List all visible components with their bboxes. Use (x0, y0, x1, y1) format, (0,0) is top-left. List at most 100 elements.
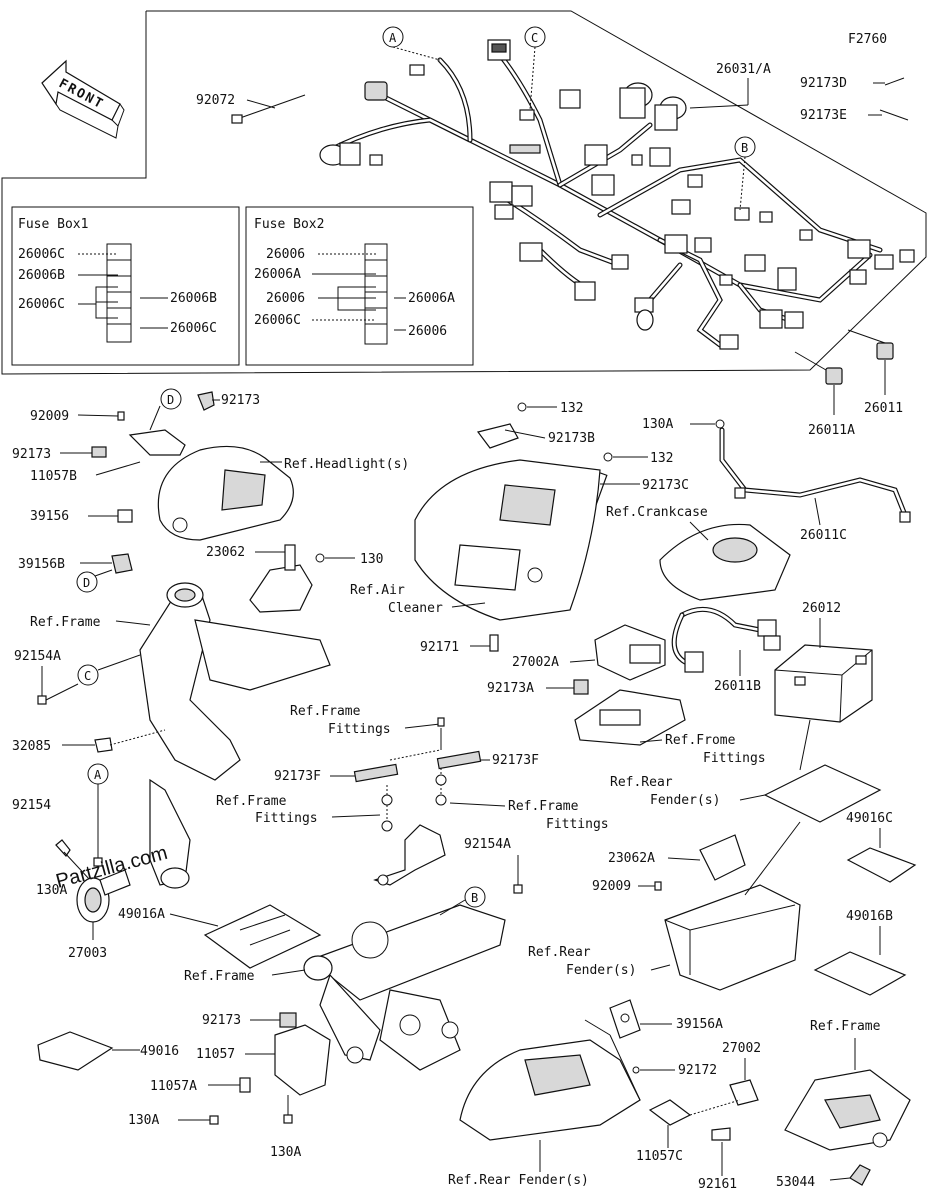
label-92154: 92154 (12, 798, 51, 813)
label-92173-b: 92173 (12, 447, 51, 462)
svg-text:C: C (84, 669, 91, 683)
label-92154A-2: 92154A (464, 837, 511, 852)
brackets-11057: 11057 11057A 130A 130A (128, 1024, 331, 1160)
label-ref-frame-fittings-2a: Ref.Frame (216, 794, 287, 809)
label-92173-a: 92173 (221, 393, 260, 408)
label-27002: 27002 (722, 1041, 761, 1056)
label-11057B: 11057B (30, 469, 77, 484)
connector-26011: 26011 (847, 329, 903, 416)
fb1-left-0: 26006C (18, 247, 65, 262)
fuse-box-1: Fuse Box1 26006C 26006B 26006C 26006B 26… (11, 206, 240, 366)
label-11057: 11057 (196, 1047, 235, 1062)
air-cleaner-group: 132 92173B 132 92173C Ref.Air Cleaner 92… (350, 401, 689, 655)
clamp-32085: 32085 A 92154 (12, 729, 166, 867)
harness-connectors (319, 39, 915, 350)
pad-49016B: 49016B (813, 909, 907, 996)
label-23062: 23062 (206, 545, 245, 560)
harness-panel-outline (1, 10, 927, 375)
label-ref-frame-fittings-3b: Fittings (546, 817, 609, 832)
svg-text:B: B (741, 141, 748, 155)
fb1-left-2: 26006C (18, 297, 65, 312)
label-ref-frame-1: Ref.Frame (30, 615, 101, 630)
label-92173E: 92173E (800, 108, 847, 123)
label-49016B: 49016B (846, 909, 893, 924)
callout-C-harness: C (524, 26, 546, 111)
label-92154A: 92154A (14, 649, 61, 664)
bolt-92154A: 92154A C (14, 649, 141, 705)
label-ref-frame-2: Ref.Frame (184, 969, 255, 984)
label-130: 130 (360, 552, 383, 567)
rear-fender-bottom-group: Ref.Rear Fender(s) 39156A 92172 27002 11… (448, 999, 761, 1192)
label-39156: 39156 (30, 509, 69, 524)
label-92173F-1: 92173F (274, 769, 321, 784)
fuse-box-1-title: Fuse Box1 (18, 217, 88, 232)
cable-tie-92072: 92072 (196, 93, 306, 124)
pad-49016: 49016 (37, 1031, 179, 1071)
label-ref-rear-fender-2a: Ref.Rear (528, 945, 591, 960)
label-ref-rear-fender-2b: Fender(s) (566, 963, 636, 978)
label-ref-frome-fittings-1: Ref.Frome (665, 733, 736, 748)
crankcase-group: 130A 26011C Ref.Crankcase (606, 417, 911, 601)
connector-26011A: 26011A (794, 351, 855, 438)
label-92173F-2: 92173F (492, 753, 539, 768)
label-130A-3: 130A (128, 1113, 159, 1128)
cover-39156B: 39156B D (18, 553, 133, 593)
label-26011C: 26011C (800, 528, 847, 543)
label-53044: 53044 (776, 1175, 815, 1190)
label-ref-frame-3: Ref.Frame (810, 1019, 881, 1034)
label-92161: 92161 (698, 1177, 737, 1192)
fb2-left-1: 26006A (254, 267, 301, 282)
fb1-right-1: 26006C (170, 321, 217, 336)
fuse-box-2-title: Fuse Box2 (254, 217, 324, 232)
pad-49016C: 49016C (846, 811, 917, 883)
label-ref-frame-fittings-1b: Fittings (328, 722, 391, 737)
label-23062A: 23062A (608, 851, 655, 866)
svg-text:A: A (94, 768, 102, 782)
bracket-23062: 23062 130 (206, 544, 383, 613)
label-27002A: 27002A (512, 655, 559, 670)
fb2-right-0: 26006A (408, 291, 455, 306)
label-11057A: 11057A (150, 1079, 197, 1094)
horn-27003: 130A 27003 (36, 839, 131, 961)
label-ref-frame-fittings-3a: Ref.Frame (508, 799, 579, 814)
label-92172: 92172 (678, 1063, 717, 1078)
label-132-a: 132 (560, 401, 583, 416)
label-49016: 49016 (140, 1044, 179, 1059)
label-92173C: 92173C (642, 478, 689, 493)
label-49016A: 49016A (118, 907, 165, 922)
fb2-right-1: 26006 (408, 324, 447, 339)
label-130A-2: 130A (642, 417, 673, 432)
label-32085: 32085 (12, 739, 51, 754)
label-132-b: 132 (650, 451, 673, 466)
callout-B-harness: B (734, 136, 756, 211)
svg-text:D: D (83, 576, 90, 590)
label-ref-frome-fittings-2: Fittings (703, 751, 766, 766)
rear-fender-box: 23062A 92009 Ref.Rear Fender(s) (528, 834, 801, 991)
label-39156A: 39156A (676, 1017, 723, 1032)
label-92173A: 92173A (487, 681, 534, 696)
svg-text:C: C (531, 31, 538, 45)
clamps-92173D-E: 92173D 92173E (800, 76, 909, 123)
fb2-left-2: 26006 (266, 291, 305, 306)
label-92173B: 92173B (548, 431, 595, 446)
clip-92173-c: 92173 (202, 1012, 297, 1028)
headlight-group: 92009 D 92173 92173 11057B 39156 Ref.Hea… (12, 388, 409, 541)
label-26012: 26012 (802, 601, 841, 616)
label-92171: 92171 (420, 640, 459, 655)
diagram-code: F2760 (848, 32, 887, 47)
frame-front: Ref.Frame (30, 582, 331, 889)
label-26031A: 26031/A (716, 62, 771, 77)
pad-49016A: 49016A (118, 904, 322, 969)
label-27003: 27003 (68, 946, 107, 961)
label-130A-4: 130A (270, 1145, 301, 1160)
svg-text:A: A (389, 31, 397, 45)
label-ref-rear-fender-3: Ref.Rear Fender(s) (448, 1173, 589, 1188)
label-ref-frame-fittings-2b: Fittings (255, 811, 318, 826)
label-ref-air-cleaner-2: Cleaner (388, 601, 443, 616)
label-92173-c: 92173 (202, 1013, 241, 1028)
label-39156B: 39156B (18, 557, 65, 572)
battery-26012: 26011B 26012 (671, 601, 873, 723)
leader-battery-pad (799, 719, 811, 771)
label-ref-rear-fender-1b: Fender(s) (650, 793, 720, 808)
